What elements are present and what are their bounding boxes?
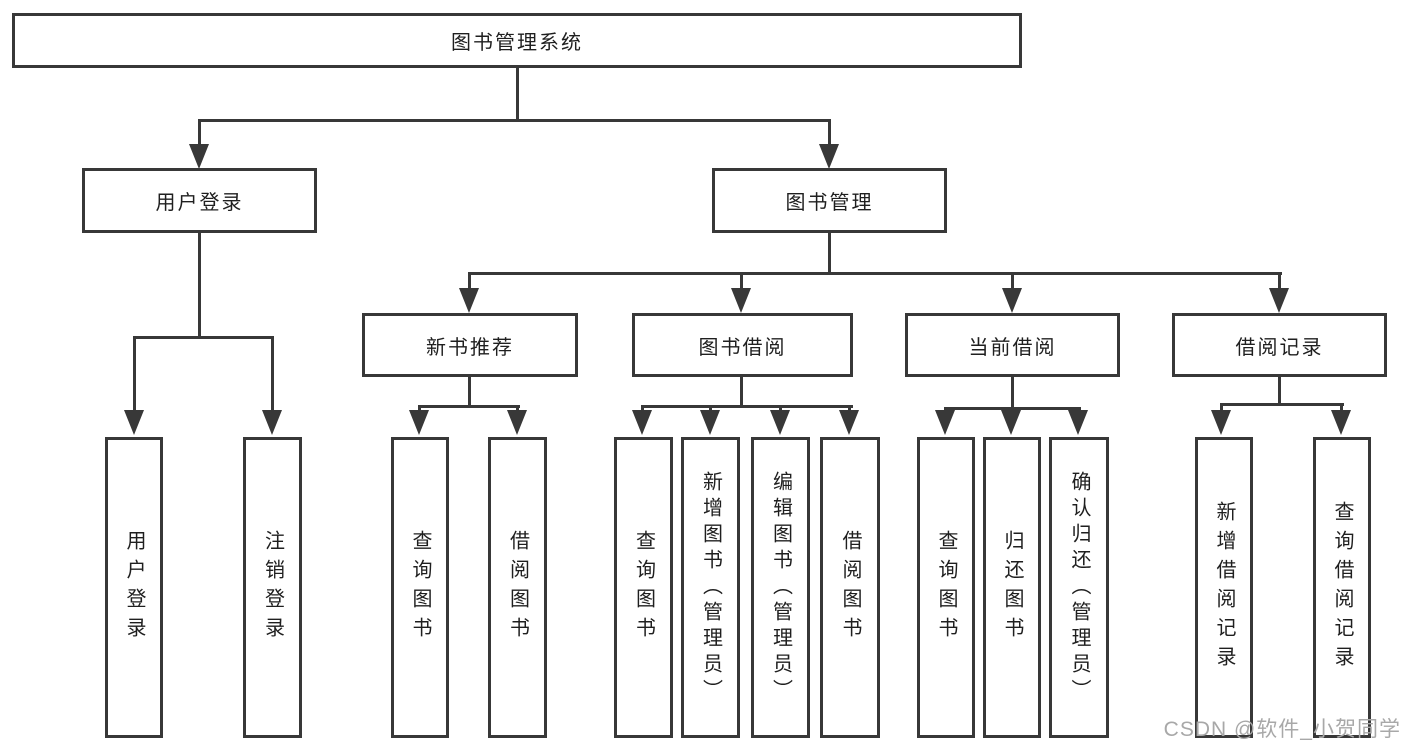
connector-line	[133, 336, 274, 339]
connector-line	[1220, 403, 1344, 406]
connector-line	[740, 272, 743, 290]
arrow-down-icon	[1001, 410, 1021, 435]
connector-line	[516, 68, 519, 122]
arrow-down-icon	[1331, 410, 1351, 435]
node-label: 当前借阅	[968, 336, 1057, 359]
leaf-label: 查询图书	[409, 529, 431, 646]
leaf-query-books-current: 查询图书	[917, 437, 975, 738]
connector-line	[1340, 403, 1343, 414]
leaf-edit-book-admin: 编辑图书（管理员）	[751, 437, 810, 738]
arrow-down-icon	[819, 144, 839, 169]
arrow-down-icon	[700, 410, 720, 435]
leaf-query-books-recommend: 查询图书	[391, 437, 449, 738]
connector-line	[848, 405, 851, 414]
connector-line	[468, 272, 1282, 275]
node-label: 图书管理	[785, 192, 874, 214]
leaf-label: 查询图书	[632, 529, 655, 646]
leaf-label: 编辑图书（管理员）	[769, 470, 792, 705]
connector-line	[198, 119, 201, 149]
connector-line	[828, 233, 831, 275]
connector-line	[828, 119, 831, 149]
node-borrowing-records: 借阅记录	[1172, 313, 1387, 377]
arrow-down-icon	[1002, 288, 1022, 313]
arrow-down-icon	[935, 410, 955, 435]
leaf-borrow-books-borrowing: 借阅图书	[820, 437, 880, 738]
node-new-book-recommend: 新书推荐	[362, 313, 578, 377]
leaf-label: 新增借阅记录	[1213, 500, 1235, 675]
leaf-label: 借阅图书	[506, 529, 529, 646]
connector-line	[1011, 377, 1014, 410]
node-label: 用户登录	[155, 192, 244, 214]
leaf-label: 用户登录	[123, 529, 145, 646]
connector-line	[516, 405, 519, 414]
node-label: 借阅记录	[1235, 336, 1324, 359]
node-root-library-system: 图书管理系统	[12, 13, 1022, 68]
arrow-down-icon	[507, 410, 527, 435]
arrow-down-icon	[409, 410, 429, 435]
leaf-label: 查询借阅记录	[1331, 500, 1353, 675]
connector-line	[418, 405, 421, 414]
arrow-down-icon	[1269, 288, 1289, 313]
node-label: 新书推荐	[426, 336, 514, 359]
arrow-down-icon	[839, 410, 859, 435]
arrow-down-icon	[1068, 410, 1088, 435]
connector-line	[468, 377, 471, 408]
leaf-user-login: 用户登录	[105, 437, 163, 738]
leaf-return-books: 归还图书	[983, 437, 1041, 738]
connector-line	[418, 405, 520, 408]
connector-line	[779, 405, 782, 414]
connector-line	[1278, 272, 1281, 290]
leaf-borrow-books-recommend: 借阅图书	[488, 437, 547, 738]
leaf-label: 新增图书（管理员）	[699, 470, 722, 705]
csdn-watermark: CSDN @软件_小贺同学	[1163, 718, 1401, 741]
leaf-label: 查询图书	[935, 529, 957, 646]
leaf-label: 确认归还（管理员）	[1068, 470, 1090, 705]
arrow-down-icon	[731, 288, 751, 313]
connector-line	[133, 336, 136, 412]
arrow-down-icon	[124, 410, 144, 435]
leaf-query-borrow-record: 查询借阅记录	[1313, 437, 1371, 738]
leaf-add-book-admin: 新增图书（管理员）	[681, 437, 740, 738]
leaf-label: 借阅图书	[839, 529, 861, 646]
node-current-borrowing: 当前借阅	[905, 313, 1120, 377]
connector-line	[1011, 272, 1014, 290]
arrow-down-icon	[770, 410, 790, 435]
leaf-query-books-borrowing: 查询图书	[614, 437, 673, 738]
leaf-add-borrow-record: 新增借阅记录	[1195, 437, 1253, 738]
node-book-management: 图书管理	[712, 168, 947, 233]
connector-line	[1278, 377, 1281, 406]
connector-line	[198, 119, 831, 122]
connector-line	[1220, 403, 1223, 414]
arrow-down-icon	[262, 410, 282, 435]
leaf-label: 归还图书	[1001, 529, 1023, 646]
node-label: 图书管理系统	[451, 32, 583, 54]
connector-line	[740, 377, 743, 408]
connector-line	[641, 405, 644, 414]
arrow-down-icon	[1211, 410, 1231, 435]
arrow-down-icon	[189, 144, 209, 169]
node-book-borrowing: 图书借阅	[632, 313, 853, 377]
connector-line	[198, 233, 201, 339]
node-user-login: 用户登录	[82, 168, 317, 233]
leaf-logout: 注销登录	[243, 437, 302, 738]
arrow-down-icon	[632, 410, 652, 435]
connector-line	[271, 336, 274, 412]
connector-line	[641, 405, 853, 408]
connector-line	[709, 405, 712, 414]
leaf-label: 注销登录	[261, 529, 284, 646]
node-label: 图书借阅	[698, 336, 787, 359]
leaf-confirm-return-admin: 确认归还（管理员）	[1049, 437, 1109, 738]
arrow-down-icon	[459, 288, 479, 313]
connector-line	[468, 272, 471, 290]
